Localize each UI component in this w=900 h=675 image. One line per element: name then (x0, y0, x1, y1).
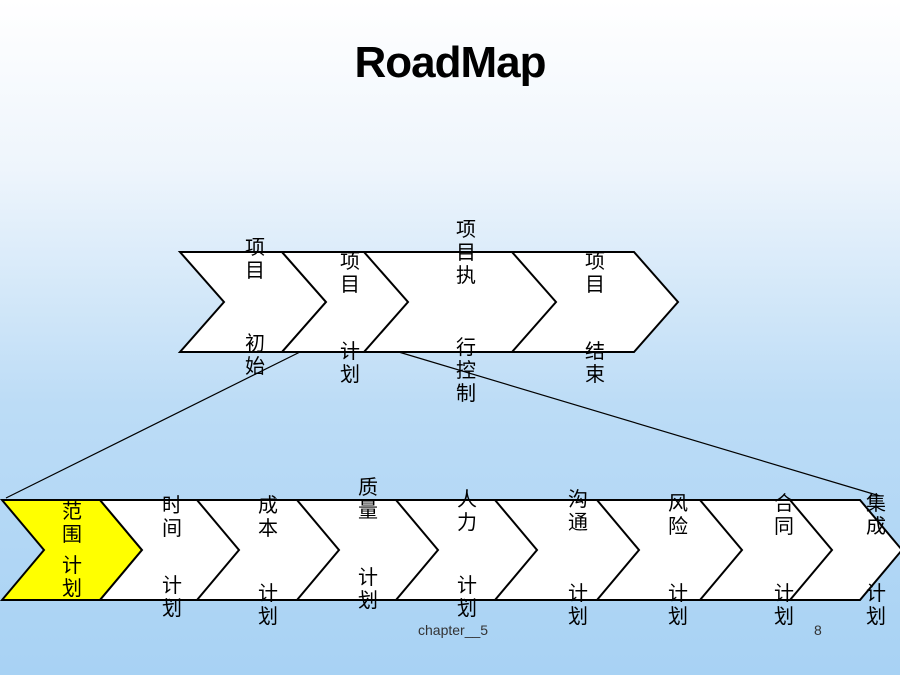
plan-chevron (787, 499, 900, 601)
plan-label-top: 成本 (258, 493, 278, 540)
phase-chevrons (177, 251, 680, 353)
phase-label-bottom: 计划 (340, 339, 360, 386)
phase-label-top: 项目 (340, 249, 360, 296)
plan-label-bottom: 计划 (358, 565, 378, 612)
plan-label-bottom: 计划 (774, 581, 794, 628)
plan-label-top: 质量 (358, 475, 378, 522)
plan-label-bottom: 计划 (162, 573, 182, 620)
plan-label-top: 人力 (457, 487, 477, 534)
phase-label-bottom: 行控制 (456, 335, 476, 405)
plan-label-top: 合同 (774, 491, 794, 538)
phase-label-top: 项目 (585, 249, 605, 296)
phase-label-top: 项目执 (456, 217, 476, 287)
plan-label-top: 沟通 (568, 487, 588, 534)
plan-label-bottom: 计划 (258, 581, 278, 628)
phase-label-bottom: 结束 (585, 339, 605, 386)
phase-chevron (509, 251, 680, 353)
phase-label-top: 项目 (245, 235, 265, 282)
connector-lines (5, 349, 881, 499)
plan-label-top: 时间 (162, 493, 182, 540)
plan-label-bottom: 计划 (866, 581, 886, 628)
plan-label-bottom: 计划 (457, 573, 477, 620)
phase-label-bottom: 初始 (245, 331, 265, 378)
page-number: 8 (814, 622, 822, 638)
connector-line (5, 351, 301, 499)
plan-label-top: 集成 (866, 491, 886, 538)
plan-label-top: 范围 (62, 499, 82, 546)
plan-label-bottom: 计划 (568, 581, 588, 628)
plan-label-bottom: 计划 (62, 553, 82, 600)
plan-label-top: 风险 (668, 491, 688, 538)
plan-chevrons (0, 499, 900, 601)
footer-chapter: chapter__5 (418, 622, 489, 638)
plan-label-bottom: 计划 (668, 581, 688, 628)
slide-title: RoadMap (354, 38, 547, 87)
connector-line (391, 349, 881, 497)
